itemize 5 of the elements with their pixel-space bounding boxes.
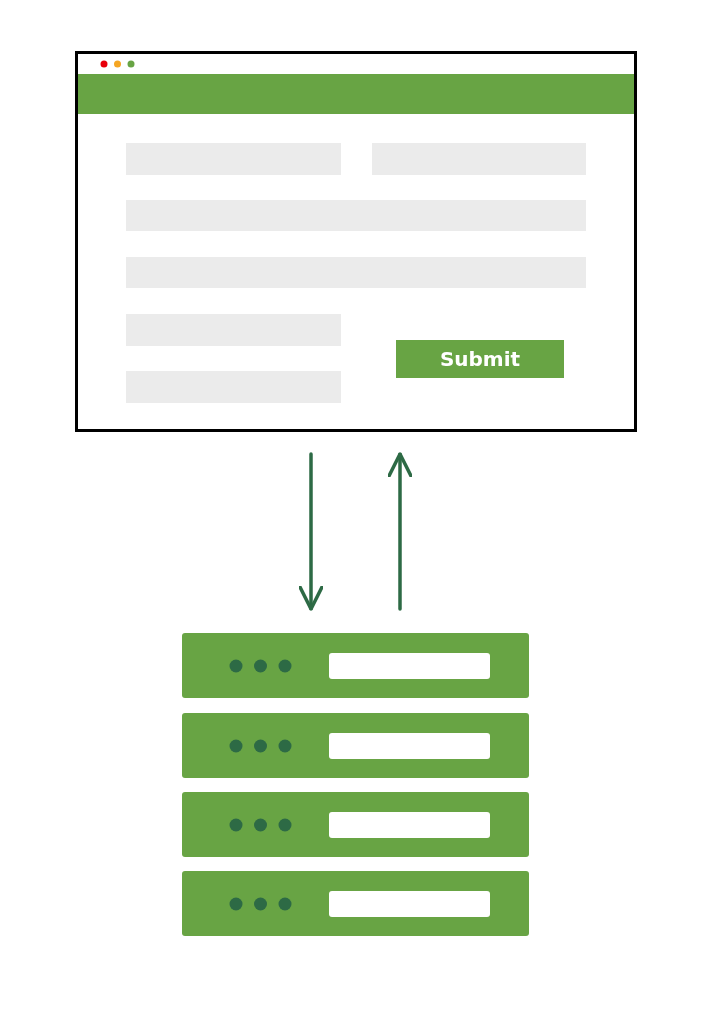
browser-window — [75, 51, 637, 432]
arrow — [387, 452, 413, 611]
submit-button: Submit — [396, 340, 564, 378]
server-rack-drawing — [182, 633, 529, 937]
arrow — [298, 452, 324, 611]
